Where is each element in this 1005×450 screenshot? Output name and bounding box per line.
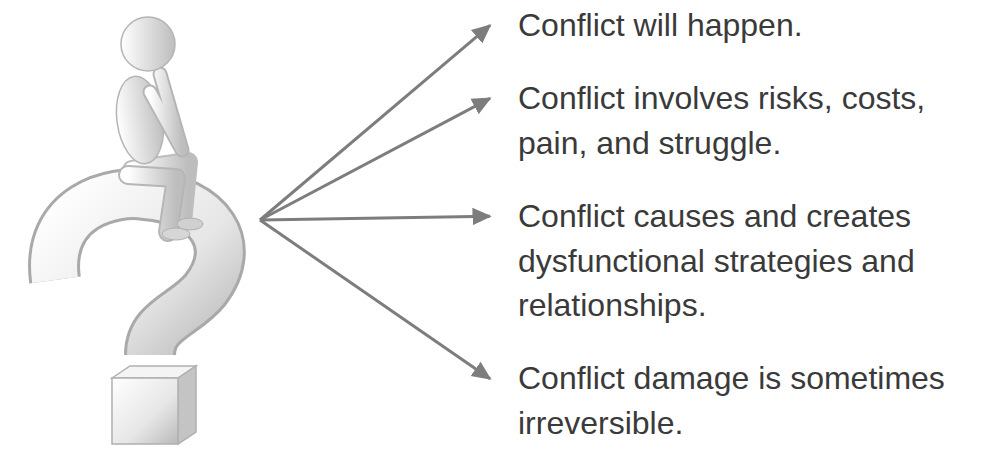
- arrow: [260, 216, 490, 220]
- arrow-fan: [260, 25, 490, 378]
- question-mark: [54, 194, 220, 444]
- dot-front: [112, 378, 178, 444]
- figure-leg-front: [128, 175, 176, 232]
- figure-foot: [177, 218, 203, 230]
- figure-head: [121, 17, 175, 71]
- question-mark-body: [54, 194, 220, 355]
- arrow: [260, 220, 490, 379]
- figure-arm-fill: [150, 74, 182, 150]
- figure-arm: [150, 74, 182, 150]
- arrow: [260, 98, 490, 220]
- thinking-figure: [111, 17, 203, 240]
- dot-side: [178, 366, 196, 444]
- question-mark-edge: [54, 194, 220, 355]
- statement-text: Conflict involves risks, costs, pain, an…: [518, 76, 968, 166]
- arrow: [260, 25, 490, 220]
- statement-text: Conflict causes and creates dysfunctiona…: [518, 194, 968, 328]
- statement-text: Conflict will happen.: [518, 3, 968, 48]
- figure-leg-front-fill: [128, 175, 176, 232]
- statement-text: Conflict damage is sometimes irreversibl…: [518, 356, 968, 446]
